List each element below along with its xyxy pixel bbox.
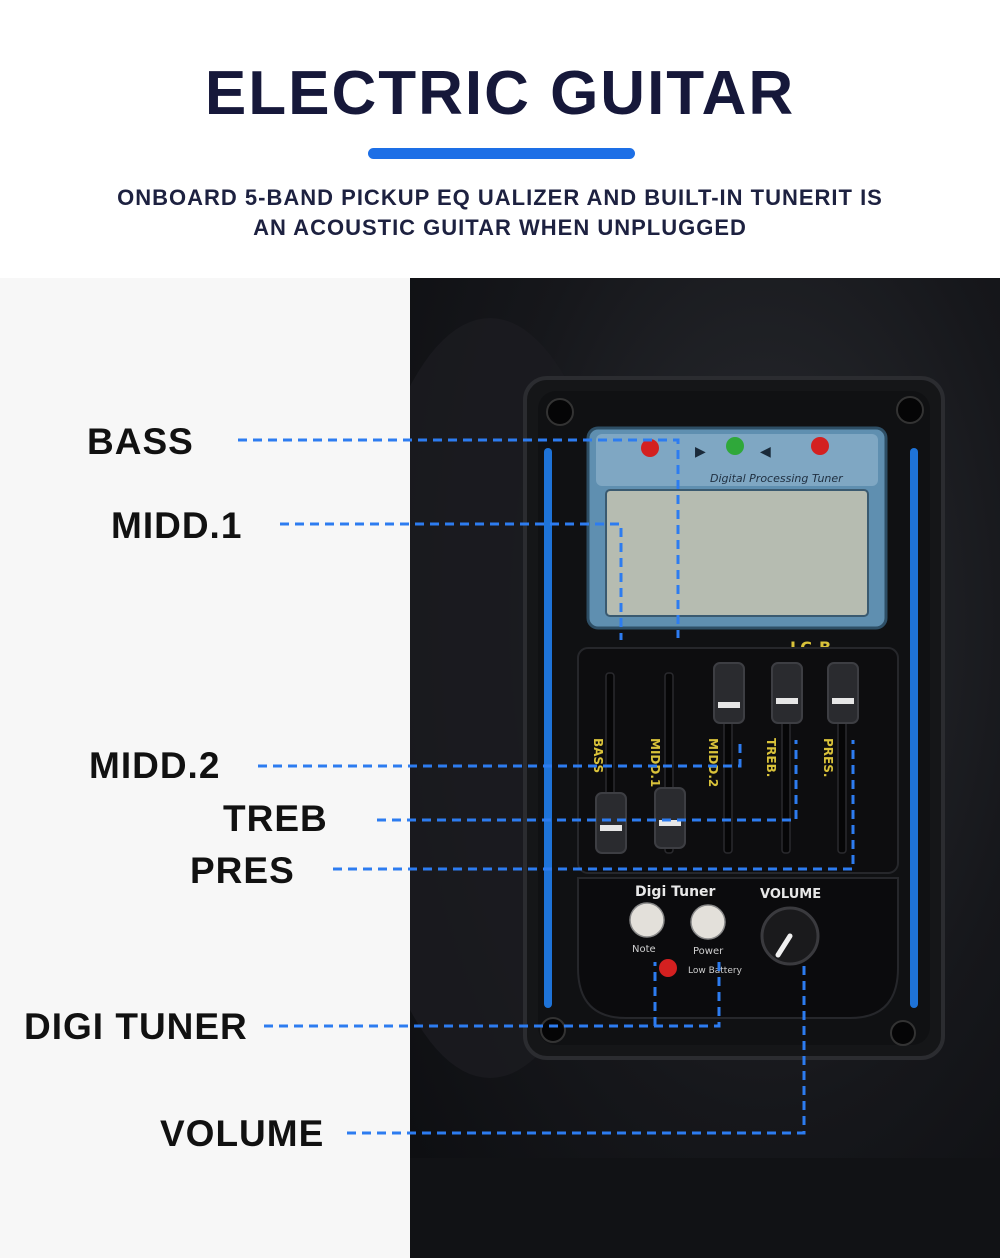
slider-knob-midd1	[654, 787, 686, 849]
blue-strip-left	[544, 448, 552, 1008]
slider-knob-bass	[595, 792, 627, 854]
subtitle-line-2: AN ACOUSTIC GUITAR WHEN UNPLUGGED	[253, 215, 747, 240]
page-subtitle: ONBOARD 5-BAND PICKUP EQ UALIZER AND BUI…	[60, 183, 940, 243]
power-button	[690, 904, 726, 940]
slider-label-pres: PRES.	[821, 738, 835, 777]
note-button-label: Note	[632, 944, 656, 955]
slider-knob-pres	[827, 662, 859, 724]
callout-pres: PRES	[190, 850, 295, 891]
led-flat-icon	[641, 439, 659, 457]
slider-label-bass: BASS	[591, 738, 605, 773]
slider-label-midd1: MIDD.1	[648, 738, 662, 787]
slider-knob-treb	[771, 662, 803, 724]
subtitle-line-1: ONBOARD 5-BAND PICKUP EQ UALIZER AND BUI…	[117, 185, 883, 210]
screw-icon	[890, 1020, 916, 1046]
page-title: ELECTRIC GUITAR	[204, 59, 796, 128]
screw-icon	[540, 1017, 566, 1043]
blue-strip-right	[910, 448, 918, 1008]
preamp-illustration: ▶ ◀ Digital Processing Tuner LC-B BASS M…	[410, 318, 1000, 1258]
low-battery-label: Low Battery	[688, 966, 743, 976]
title-underline	[368, 148, 635, 159]
volume-caption: VOLUME	[760, 887, 821, 902]
callout-midd1: MIDD.1	[111, 505, 243, 546]
svg-text:◀: ◀	[760, 444, 771, 460]
note-button	[629, 902, 665, 938]
svg-text:▶: ▶	[695, 444, 706, 460]
low-battery-led-icon	[659, 959, 677, 977]
control-area	[577, 877, 899, 1019]
digi-tuner-caption: Digi Tuner	[635, 884, 716, 900]
slider-label-treb: TREB.	[764, 738, 778, 777]
screw-icon	[896, 396, 924, 424]
header: ELECTRIC GUITAR ONBOARD 5-BAND PICKUP EQ…	[0, 0, 1000, 278]
tuner-lcd	[605, 489, 869, 617]
led-sharp-icon	[811, 437, 829, 455]
slider-knob-midd2	[713, 662, 745, 724]
callout-bass: BASS	[87, 421, 194, 462]
product-photo: ▶ ◀ Digital Processing Tuner LC-B BASS M…	[410, 278, 1000, 1258]
callout-volume: VOLUME	[160, 1113, 325, 1154]
callout-midd2: MIDD.2	[89, 745, 221, 786]
slider-label-midd2: MIDD.2	[706, 738, 720, 787]
callout-treb: TREB	[223, 798, 328, 839]
callout-digi-tuner: DIGI TUNER	[24, 1006, 248, 1047]
screw-icon	[546, 398, 574, 426]
power-button-label: Power	[693, 946, 724, 957]
led-tuned-icon	[726, 437, 744, 455]
tuner-caption: Digital Processing Tuner	[710, 472, 844, 485]
